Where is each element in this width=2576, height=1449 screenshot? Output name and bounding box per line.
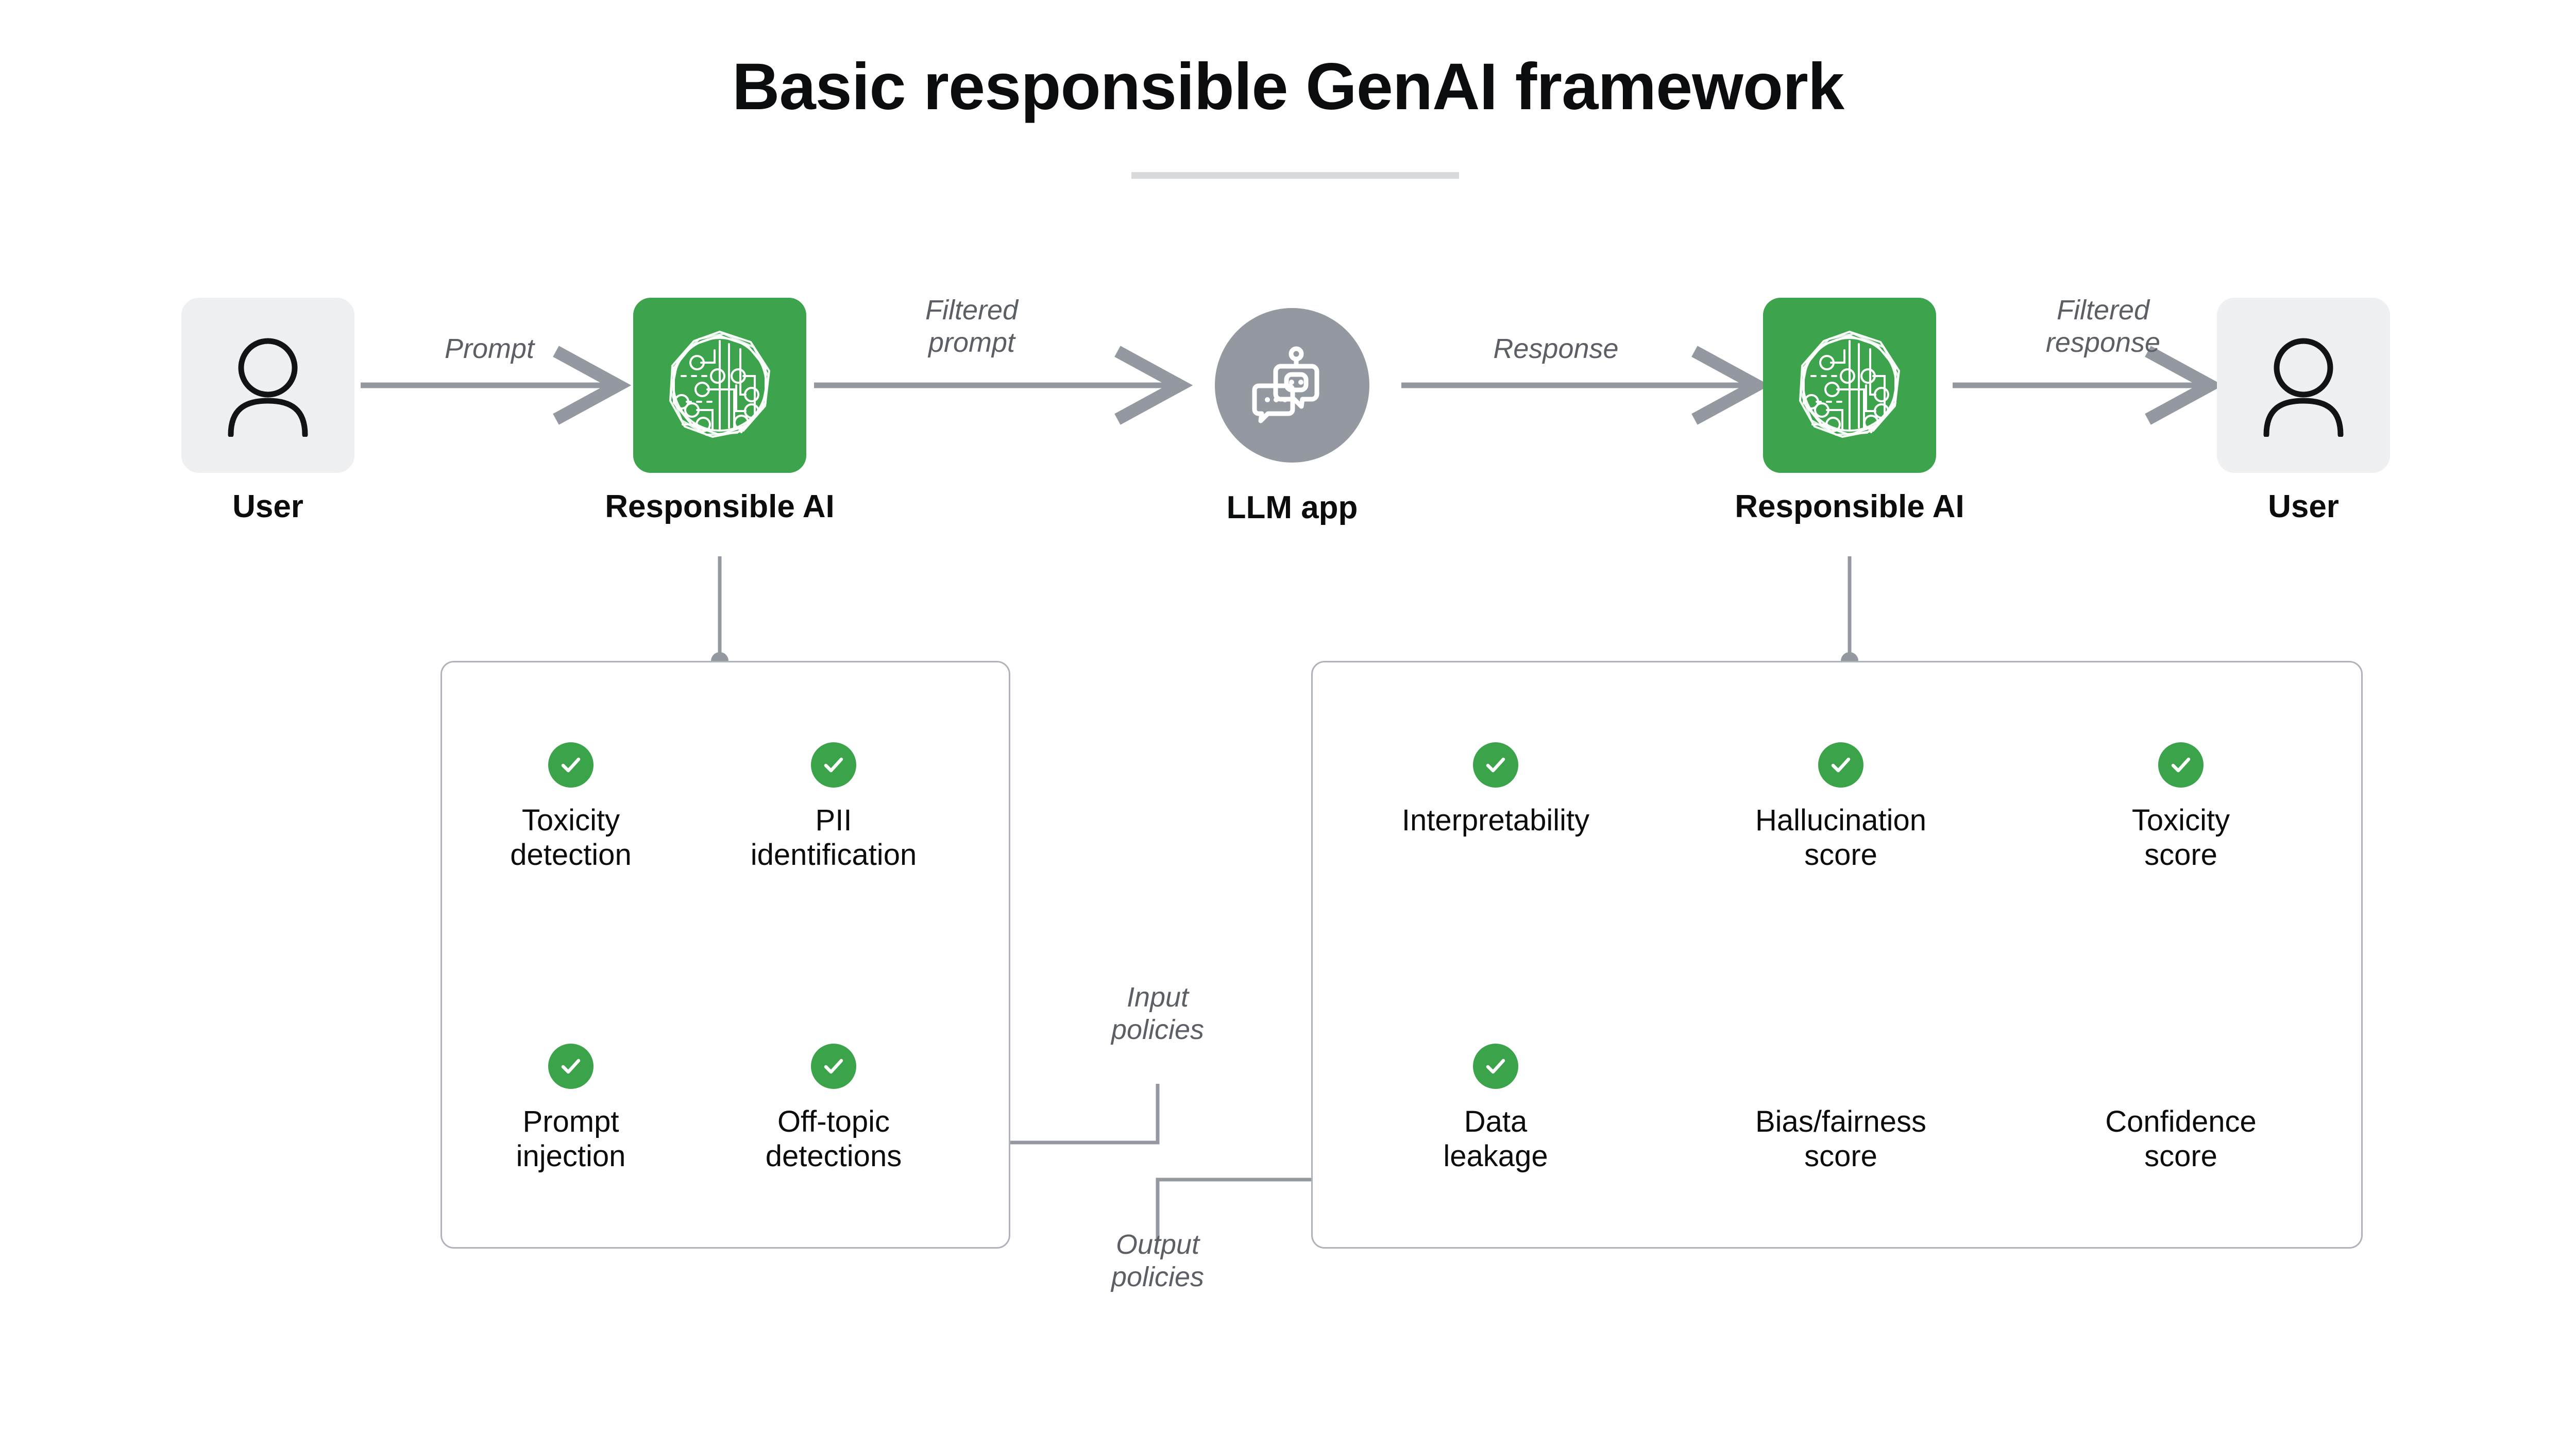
policy-item-label: Prompt injection bbox=[516, 1105, 626, 1173]
route-label-output-policies: Output policies bbox=[1111, 1229, 1205, 1292]
edge-label-filtered-response: Filtered response bbox=[2045, 295, 2161, 358]
policy-item-toxicity-detection[interactable]: Toxicity detection bbox=[457, 742, 684, 873]
person-icon bbox=[2263, 338, 2344, 437]
flow-node-label: User bbox=[2268, 489, 2339, 524]
output-policies-panel: Interpretability Hallucination score Tox… bbox=[1311, 661, 2363, 1249]
policy-item-hallucination-score[interactable]: Hallucination score bbox=[1673, 742, 2008, 873]
person-icon bbox=[228, 338, 308, 437]
policy-item-label: Toxicity score bbox=[2131, 804, 2230, 872]
user-icon-tile bbox=[181, 298, 354, 473]
policy-item-label: Off-topic detections bbox=[765, 1105, 902, 1173]
policy-item-prompt-injection[interactable]: Prompt injection bbox=[457, 1044, 684, 1174]
chatbot-icon bbox=[1252, 346, 1319, 423]
flow-node-label: Responsible AI bbox=[1735, 489, 1964, 524]
check-icon bbox=[811, 1044, 856, 1089]
policy-item-label: Bias/fairness score bbox=[1755, 1105, 1927, 1173]
flow-node-label: Responsible AI bbox=[605, 489, 835, 524]
ai-brain-circuit-icon bbox=[669, 331, 770, 438]
check-icon bbox=[548, 742, 594, 788]
llm-app-icon-tile bbox=[1215, 308, 1369, 463]
check-icon bbox=[548, 1044, 594, 1089]
check-icon bbox=[1473, 1044, 1518, 1089]
user-icon-tile bbox=[2217, 298, 2390, 473]
policy-item-label: Interpretability bbox=[1401, 804, 1590, 837]
flow-node-label: LLM app bbox=[1226, 490, 1358, 525]
edge-label-response: Response bbox=[1493, 333, 1619, 364]
policy-item-label: Confidence score bbox=[2105, 1105, 2257, 1173]
ai-brain-circuit-icon bbox=[1799, 331, 1900, 438]
edge-label-prompt: Prompt bbox=[444, 333, 535, 364]
input-policies-panel: Toxicity detection PII identification Pr… bbox=[440, 661, 1010, 1249]
policy-item-label: Hallucination score bbox=[1755, 804, 1927, 872]
policy-item-confidence-score[interactable]: Confidence score bbox=[2013, 1044, 2348, 1174]
policy-item-pii-identification[interactable]: PII identification bbox=[689, 742, 978, 873]
responsible-ai-icon-tile bbox=[1763, 298, 1936, 473]
policy-item-toxicity-score[interactable]: Toxicity score bbox=[2013, 742, 2348, 873]
flow-node-label: User bbox=[232, 489, 303, 524]
route-label-input-policies: Input policies bbox=[1111, 982, 1205, 1045]
policy-item-label: PII identification bbox=[750, 804, 917, 872]
responsible-ai-icon-tile bbox=[633, 298, 806, 473]
policy-item-off-topic-detections[interactable]: Off-topic detections bbox=[689, 1044, 978, 1174]
page-title: Basic responsible GenAI framework bbox=[732, 50, 1844, 124]
check-icon bbox=[811, 742, 856, 788]
check-icon bbox=[1473, 742, 1518, 788]
policy-item-label: Data leakage bbox=[1443, 1105, 1548, 1173]
check-icon bbox=[2158, 742, 2204, 788]
policy-item-interpretability[interactable]: Interpretability bbox=[1328, 742, 1663, 838]
policy-item-label: Toxicity detection bbox=[510, 804, 632, 872]
check-placeholder bbox=[2013, 1044, 2348, 1104]
policy-item-data-leakage[interactable]: Data leakage bbox=[1328, 1044, 1663, 1174]
title-underline-rule bbox=[1131, 172, 1459, 179]
edge-label-filtered-prompt: Filtered prompt bbox=[925, 295, 1019, 358]
check-placeholder bbox=[1673, 1044, 2008, 1104]
policy-item-bias-fairness-score[interactable]: Bias/fairness score bbox=[1673, 1044, 2008, 1174]
check-icon bbox=[1818, 742, 1863, 788]
